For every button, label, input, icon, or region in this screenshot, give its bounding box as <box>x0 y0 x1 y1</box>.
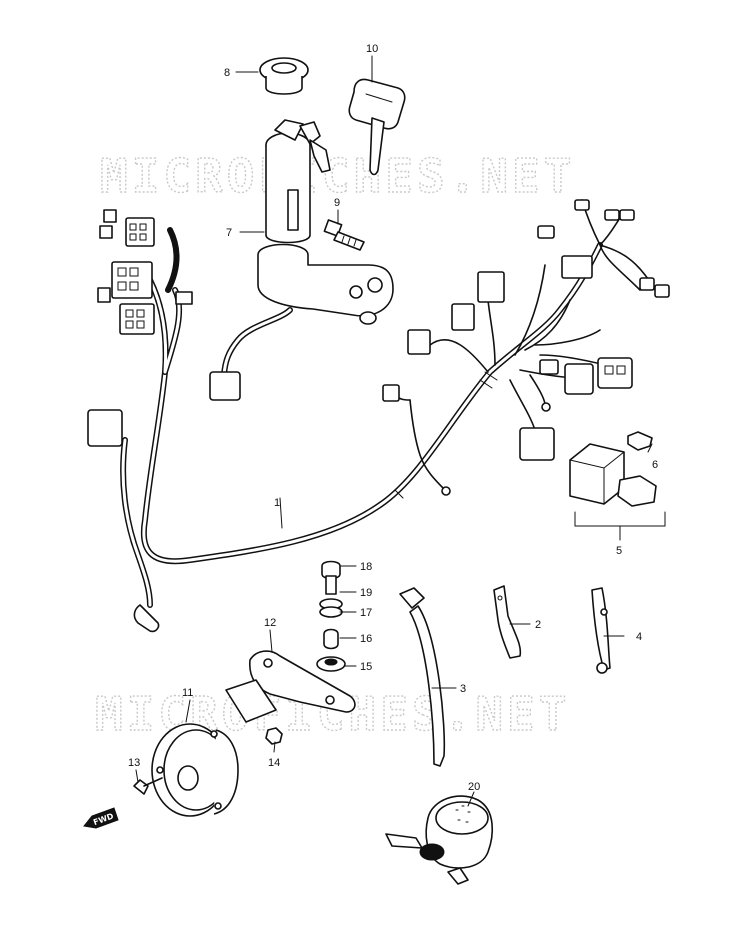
callout-13: 13 <box>128 757 140 769</box>
callout-11: 11 <box>182 687 193 699</box>
callout-15: 15 <box>360 661 372 673</box>
callout-20: 20 <box>468 781 480 793</box>
clamp <box>493 585 522 659</box>
callout-17: 17 <box>360 607 372 619</box>
callout-19: 19 <box>360 587 372 599</box>
callout-9: 9 <box>334 197 340 209</box>
callouts: 1 2 3 4 5 6 7 8 9 10 11 12 13 14 15 16 1… <box>128 43 658 793</box>
callout-5: 5 <box>616 545 622 557</box>
forward-direction-marker: FWD <box>83 807 119 829</box>
callout-1: 1 <box>274 497 280 509</box>
watermark-top: MICROFICHES.NET <box>100 149 575 203</box>
callout-7: 7 <box>226 227 232 239</box>
callout-12: 12 <box>264 617 276 629</box>
callout-6: 6 <box>652 459 658 471</box>
buzzer <box>385 795 494 885</box>
cable-tie <box>399 587 446 767</box>
horn-bracket <box>225 650 356 723</box>
relay <box>569 443 657 507</box>
bracket-4 <box>591 587 611 674</box>
ignition-switch <box>209 119 394 401</box>
callout-4: 4 <box>636 631 642 643</box>
fuse <box>627 431 653 451</box>
nut-14 <box>265 727 283 745</box>
callout-10: 10 <box>366 43 378 55</box>
callout-3: 3 <box>460 683 466 695</box>
screw <box>323 219 365 251</box>
callout-8: 8 <box>224 67 230 79</box>
leader-lines <box>135 55 666 807</box>
callout-16: 16 <box>360 633 372 645</box>
harness-connectors-left <box>87 209 193 633</box>
horn <box>151 723 239 817</box>
bolt-13 <box>133 777 163 795</box>
callout-2: 2 <box>535 619 541 631</box>
key <box>348 78 406 176</box>
harness-connectors-right <box>382 199 670 461</box>
lock-cap <box>259 57 309 95</box>
callout-18: 18 <box>360 561 372 573</box>
callout-14: 14 <box>268 757 280 769</box>
fastener-stack <box>316 560 346 672</box>
